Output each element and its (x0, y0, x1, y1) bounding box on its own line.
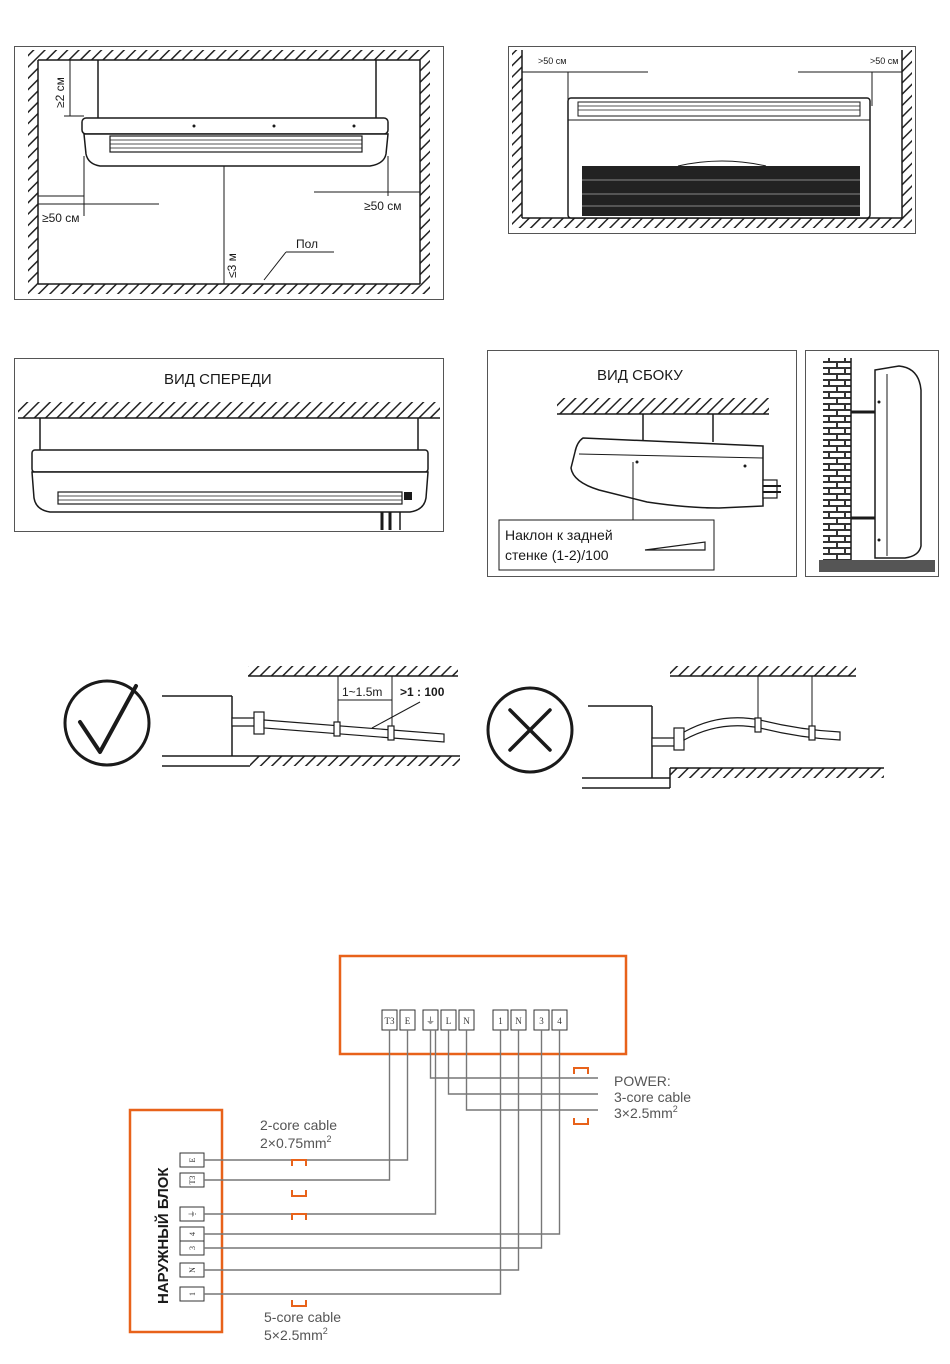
wire (204, 1030, 501, 1294)
wiring-lines (204, 1030, 598, 1294)
indoor-terminal-label: N (515, 1016, 522, 1026)
clearance-ceiling-panel: ≥2 см ≥50 см ≥50 см ≤3 м Пол (14, 46, 444, 300)
outdoor-terminal: N (180, 1263, 204, 1277)
brick-wall (823, 358, 851, 560)
indoor-terminal: ⏚ (423, 1010, 438, 1030)
top-clearance-label: ≥2 см (53, 77, 67, 108)
outdoor-terminal: 3 (180, 1241, 204, 1255)
indoor-terminal: 1 (493, 1010, 508, 1030)
wire (204, 1030, 560, 1234)
outdoor-terminal-label: 3 (188, 1246, 197, 1250)
outdoor-terminal-label: N (188, 1267, 197, 1273)
outdoor-terminal: 1 (180, 1287, 204, 1301)
correct-installation: 1~1.5m >1 : 100 (65, 666, 460, 766)
left-wall-hatch (28, 50, 38, 290)
indoor-terminal-label: T3 (385, 1016, 395, 1026)
right-clearance-label: ≥50 см (364, 199, 402, 213)
slope-label-line2: стенке (1-2)/100 (505, 547, 609, 563)
outdoor-terminal: 4 (180, 1227, 204, 1241)
indoor-unit-wall-side (875, 366, 921, 558)
five-core-line2: 5×2.5mm2 (264, 1326, 328, 1343)
outdoor-terminal-label: ⏚ (188, 1210, 197, 1218)
indoor-terminal: 3 (534, 1010, 549, 1030)
front-view-title: ВИД СПЕРЕДИ (164, 371, 272, 388)
signal-cable-line1: 2-core cable (260, 1117, 337, 1133)
indoor-terminal-block: T3 E ⏚ L N 1 N 3 4 (382, 1010, 567, 1030)
indoor-terminal: N (511, 1010, 526, 1030)
pipe-slope-label: >1 : 100 (400, 685, 445, 699)
indoor-terminal-label: L (446, 1016, 452, 1026)
outdoor-terminal-label: E (188, 1157, 197, 1162)
slope-label-line1: Наклон к задней (505, 527, 613, 543)
floor-left-clearance-label: >50 см (538, 56, 566, 66)
indoor-terminal-label: E (405, 1016, 411, 1026)
front-view-panel: ВИД СПЕРЕДИ (14, 358, 444, 532)
wire (204, 1030, 542, 1248)
side-view-title: ВИД СБОКУ (597, 367, 683, 384)
floor-right-clearance-label: >50 см (870, 56, 898, 66)
drain-pipe-panel: 1~1.5m >1 : 100 (60, 660, 890, 800)
indoor-terminal-label: ⏚ (426, 1016, 435, 1026)
outdoor-terminal: ⏚ (180, 1207, 204, 1221)
signal-cable-line2: 2×0.75mm2 (260, 1134, 332, 1151)
indoor-terminal: T3 (382, 1010, 397, 1030)
indoor-terminal-label: 3 (539, 1016, 544, 1026)
indoor-unit-front (82, 118, 388, 166)
indoor-terminal-label: 1 (498, 1016, 503, 1026)
ceiling-hatch (36, 50, 422, 60)
floor-height-label: ≤3 м (225, 253, 239, 278)
outdoor-terminal-label: T3 (188, 1176, 197, 1185)
outdoor-terminal: T3 (180, 1173, 204, 1187)
five-core-line1: 5-core cable (264, 1309, 341, 1325)
power-label-line3: 3×2.5mm2 (614, 1104, 678, 1121)
indoor-unit-floor (568, 98, 870, 218)
indoor-terminal: E (400, 1010, 415, 1030)
outdoor-unit-box (130, 1110, 222, 1332)
wall-mount-panel (805, 350, 939, 577)
clearance-floor-panel: >50 см >50 см (508, 46, 916, 234)
power-label-line2: 3-core cable (614, 1089, 691, 1105)
outdoor-terminal-label: 1 (188, 1292, 197, 1296)
indoor-terminal: 4 (552, 1010, 567, 1030)
floor-label: Пол (296, 237, 318, 251)
indoor-terminal: L (441, 1010, 456, 1030)
power-label-line1: POWER: (614, 1073, 671, 1089)
indoor-terminal-label: 4 (557, 1016, 562, 1026)
left-clearance-label: ≥50 см (42, 211, 80, 225)
indoor-terminal: N (459, 1010, 474, 1030)
indoor-unit-box (340, 956, 626, 1054)
indoor-terminal-label: N (463, 1016, 470, 1026)
floor-hatch (28, 284, 430, 294)
right-wall-hatch (420, 50, 430, 290)
pipe-spacing-label: 1~1.5m (342, 685, 382, 699)
wrong-installation (488, 666, 884, 788)
outdoor-terminal-label: 4 (188, 1232, 197, 1236)
outdoor-unit-label: НАРУЖНЫЙ БЛОК (154, 1167, 172, 1304)
side-view-panel: ВИД СБОКУ Наклон к задней стенке (1-2)/1… (487, 350, 797, 577)
outdoor-terminal: E (180, 1153, 204, 1167)
